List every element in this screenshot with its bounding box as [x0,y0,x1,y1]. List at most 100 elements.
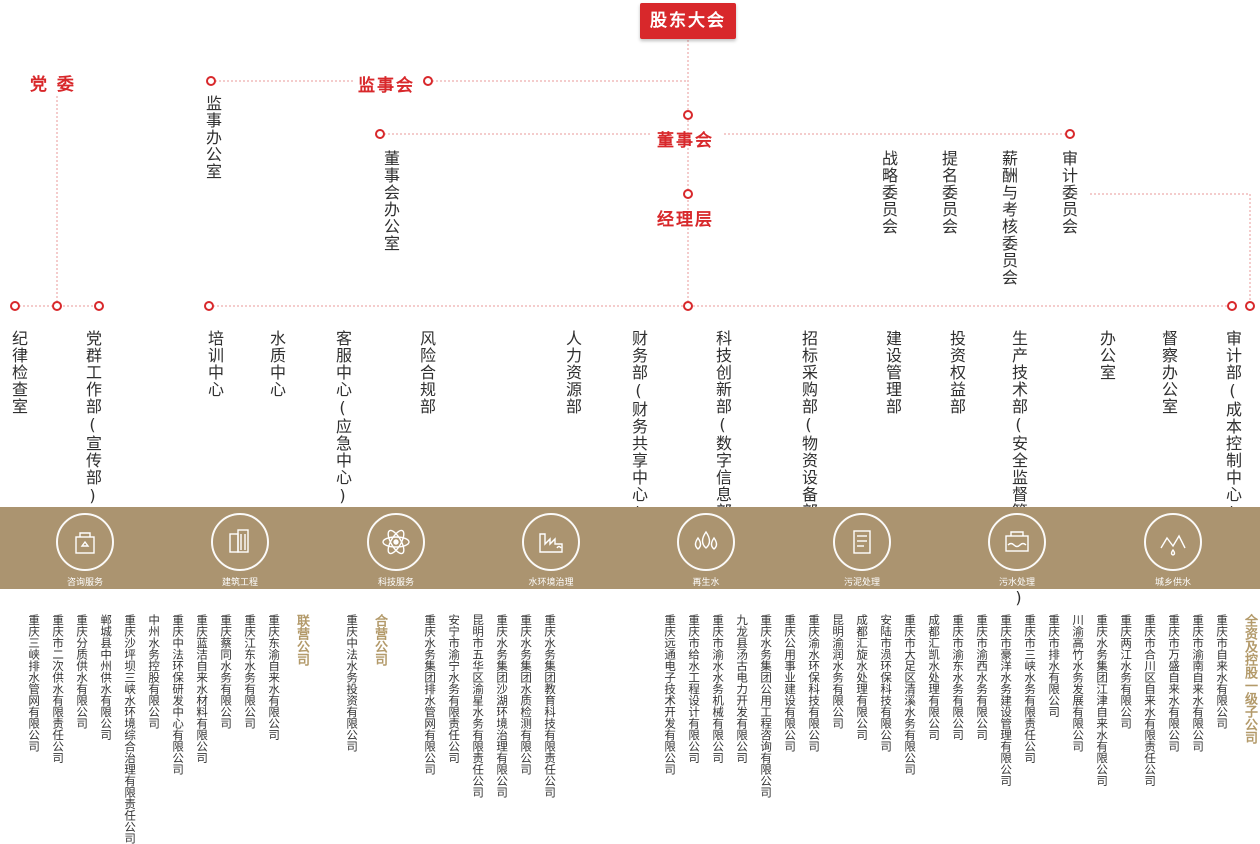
dept-customer-service-center: 客服中心(应急中心) [333,330,352,506]
company-item: 九龙县汤古电力开发有限公司 [735,614,750,764]
company-item: 重庆三峡排水管网有限公司 [27,614,42,752]
business-category-band [0,507,1260,589]
nomination-committee: 提名委员会 [939,150,958,235]
dept-construction-management: 建设管理部 [883,330,902,415]
company-item: 重庆市渝西水务有限公司 [975,614,990,741]
strategy-committee: 战略委员会 [879,150,898,235]
company-item: 重庆中法环保研发中心有限公司 [171,614,186,775]
company-item: 重庆市豪洋水务建设管理有限公司 [999,614,1014,787]
company-item: 重庆远通电子技术开发有限公司 [663,614,678,775]
company-item: 中州水务控股有限公司 [147,614,162,729]
company-item: 重庆东渝自来水有限公司 [267,614,282,741]
company-item: 重庆江东水务有限公司 [243,614,258,729]
dept-training-center: 培训中心 [205,330,224,398]
company-item: 成都汇凯水处理有限公司 [927,614,942,741]
supervisory-office: 监事办公室 [203,95,222,180]
company-item: 昆明市五华区渝星水务有限责任公司 [471,614,486,798]
company-item: 重庆两江水务有限公司 [1119,614,1134,729]
connector-dot [206,76,216,86]
dept-water-quality-center: 水质中心 [267,330,286,398]
category-water-environment: 水环境治理 [511,513,591,588]
board-office: 董事会办公室 [381,150,400,252]
company-item: 重庆市大足区清溪水务有限公司 [903,614,918,775]
company-item: 重庆市渝东水务有限公司 [951,614,966,741]
company-item: 重庆水务集团教育科技有限责任公司 [543,614,558,798]
dept-supervision-office: 督察办公室 [1159,330,1178,415]
audit-committee: 审计委员会 [1059,150,1078,235]
dept-human-resources: 人力资源部 [563,330,582,415]
company-item: 安宁市渝宁水务有限责任公司 [447,614,462,764]
company-item: 重庆水务集团公用工程咨询有限公司 [759,614,774,798]
company-item: 重庆水务集团水质检测有限公司 [519,614,534,775]
connector-dot [1065,129,1075,139]
party-committee-label: 党 委 [30,75,76,95]
company-item: 重庆市给水工程设计有限公司 [687,614,702,764]
company-item: 重庆市自来水有限公司 [1215,614,1230,729]
connector-dot [204,301,214,311]
category-construction: 建筑工程 [200,513,280,588]
company-item: 安陆市涢环保科技有限公司 [879,614,894,752]
category-recycled-water: 再生水 [666,513,746,588]
connector-dot [10,301,20,311]
connector-dot [52,301,62,311]
company-item: 重庆沙坪坝三峡水环境综合治理有限责任公司 [123,614,138,844]
joint-companies-heading: 联营公司 [294,614,309,666]
dept-general-office: 办公室 [1097,330,1116,381]
dept-procurement: 招标采购部(物资设备部) [799,330,818,540]
building-icon [211,513,269,571]
dept-risk-compliance: 风险合规部 [417,330,436,415]
party-work-department: 党群工作部(宣传部) [83,330,102,506]
category-sewage-treatment: 污水处理 [977,513,1057,588]
shareholders-meeting-box: 股东大会 [640,3,736,39]
company-item: 重庆市渝南自来水有限公司 [1191,614,1206,752]
company-item: 重庆水务集团江津自来水有限公司 [1095,614,1110,787]
board-of-directors-label: 董事会 [657,131,714,151]
company-item: 重庆水务集团沙湖环境治理有限公司 [495,614,510,798]
company-item: 重庆中法水务投资有限公司 [345,614,360,752]
dept-finance: 财务部(财务共享中心) [629,330,648,523]
dept-tech-innovation: 科技创新部(数字信息部) [713,330,732,540]
discipline-inspection-office: 纪律检查室 [9,330,28,415]
category-consulting: 咨询服务 [45,513,125,588]
connector-dot [94,301,104,311]
company-item: 重庆分质供水有限公司 [75,614,90,729]
dept-audit: 审计部(成本控制中心) [1223,330,1242,523]
company-item: 重庆市三峡水务有限责任公司 [1023,614,1038,764]
category-water-supply: 城乡供水 [1133,513,1213,588]
company-item: 重庆渝水环保科技有限公司 [807,614,822,752]
company-item: 重庆市排水有限公司 [1047,614,1062,718]
category-tech-service: 科技服务 [356,513,436,588]
connector-dot [683,189,693,199]
company-item: 重庆市万盛自来水有限公司 [1167,614,1182,752]
company-item: 重庆蔡同水务有限公司 [219,614,234,729]
water-supply-icon [1144,513,1202,571]
company-item: 重庆水务集团排水管网有限公司 [423,614,438,775]
dept-investment-equity: 投资权益部 [947,330,966,415]
company-item: 重庆市二次供水有限责任公司 [51,614,66,764]
atom-icon [367,513,425,571]
company-item: 郸城县中州供水有限公司 [99,614,114,741]
consulting-icon [56,513,114,571]
remuneration-committee: 薪酬与考核委员会 [999,150,1018,286]
connector-dot [1245,301,1255,311]
company-item: 成都汇旋水处理有限公司 [855,614,870,741]
connector-dot [423,76,433,86]
company-item: 重庆市渝水水务机械有限公司 [711,614,726,764]
connector-dot [375,129,385,139]
subsidiaries-heading: 全资及控股一级子公司 [1242,614,1257,744]
connector-dot [683,301,693,311]
droplets-icon [677,513,735,571]
sludge-icon [833,513,891,571]
company-item: 川渝高竹水务发展有限公司 [1071,614,1086,752]
partnership-companies-heading: 合营公司 [372,614,387,666]
supervisory-board-label: 监事会 [358,76,415,96]
company-item: 重庆市合川区自来水有限责任公司 [1143,614,1158,787]
company-item: 重庆蓝洁自来水材料有限公司 [195,614,210,764]
sewage-icon [988,513,1046,571]
company-item: 昆明渝润水务有限公司 [831,614,846,729]
water-environment-icon [522,513,580,571]
connector-dot [683,110,693,120]
management-label: 经理层 [657,210,714,230]
connector-dot [1227,301,1237,311]
